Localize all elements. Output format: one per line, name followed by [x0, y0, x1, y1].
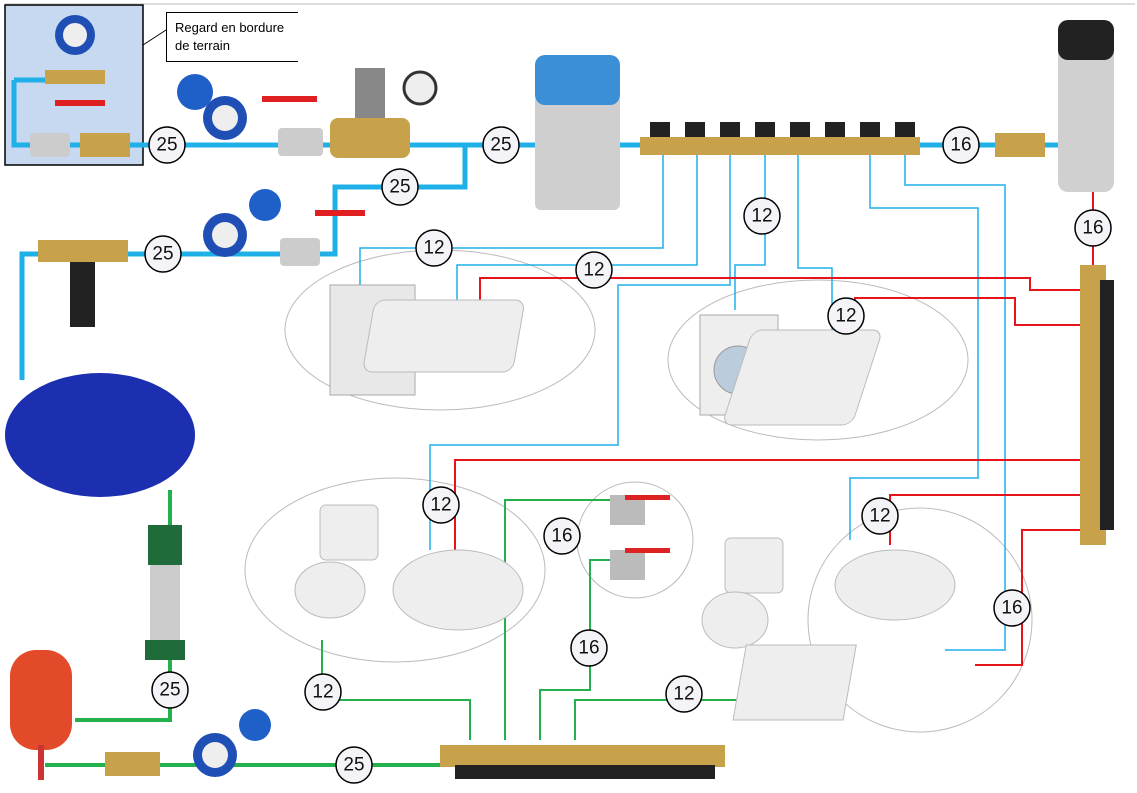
pipe-diameter-label: 16: [578, 638, 599, 659]
shower-tray-icon: [732, 644, 857, 721]
pipe-diameter-badge: [381, 168, 419, 206]
filter-icon: [80, 133, 130, 157]
pipe-diameter-label: 16: [551, 526, 572, 547]
pipe-diameter-badge: [993, 589, 1031, 627]
kitchen-sink-icon: [724, 329, 881, 426]
pipe-diameter-badge: [827, 297, 865, 335]
garden-tap-icon: [610, 495, 670, 580]
washbasin-icon: [392, 549, 524, 631]
ball-valve-icon: [280, 210, 365, 266]
pipe-diameter-label: 16: [1001, 598, 1022, 619]
filter-icon: [995, 133, 1045, 157]
toilet-icon: [294, 504, 379, 619]
heat-pump-water-heater-icon: [1058, 20, 1114, 192]
pump-icon: [145, 525, 185, 660]
pipe-diameter-badge: [415, 229, 453, 267]
kitchen-sink-icon: [363, 299, 525, 373]
pipe-diameter-badge: [743, 197, 781, 235]
pipe-diameter-badge: [482, 126, 520, 164]
pipe-diameter-badge: [861, 497, 899, 535]
pipe-diameter-badge: [148, 126, 186, 164]
water-meter-icon: [177, 74, 247, 140]
pipe-diameter-label: 25: [389, 177, 410, 198]
pressure-reducer-icon: [330, 68, 438, 158]
washbasin-icon: [834, 549, 956, 621]
pipe-diameter-badge: [144, 235, 182, 273]
shower-room-group: [807, 507, 1033, 733]
pipe-diameter-label: 12: [869, 506, 890, 527]
pipe-diameter-badge: [942, 126, 980, 164]
expansion-vessel-icon: [10, 650, 72, 780]
pipe-diameter-label: 12: [751, 206, 772, 227]
water-meter-icon: [45, 15, 105, 84]
pipe-diameter-label: 12: [430, 495, 451, 516]
pipe-diameter-badge: [543, 517, 581, 555]
pipe-diameter-badge: [665, 675, 703, 713]
pipe-diameter-label: 12: [835, 306, 856, 327]
pipe-diameter-label: 12: [312, 682, 333, 703]
water-meter-icon: [203, 189, 281, 257]
rain-manifold-icon: [440, 745, 725, 779]
rainwater-tank-icon: [5, 373, 195, 497]
pipe-diameter-badge: [422, 486, 460, 524]
pipe-diameter-label: 25: [159, 680, 180, 701]
callout-box: Regard en bordure de terrain: [166, 12, 298, 62]
bathroom-group: [244, 477, 546, 663]
water-meter-icon: [193, 709, 271, 777]
ball-valve-icon: [30, 100, 105, 157]
toilet-icon: [701, 537, 784, 649]
pipe-diameter-label: 25: [490, 135, 511, 156]
pipe-diameter-label: 16: [1082, 218, 1103, 239]
pipe-diameter-label: 12: [673, 684, 694, 705]
pipe-diameter-badge: [1074, 209, 1112, 247]
cold-manifold-icon: [640, 122, 920, 155]
pipe-diameter-label: 16: [950, 135, 971, 156]
pipe-diameter-badge: [575, 251, 613, 289]
pipe-diameter-badge: [570, 629, 608, 667]
ball-valve-icon: [262, 96, 323, 156]
pipe-diameter-label: 25: [343, 755, 364, 776]
pipe-diameter-label: 12: [423, 238, 444, 259]
pipe-diameter-label: 25: [152, 244, 173, 265]
laundry-group: [667, 279, 969, 441]
pipe-diameter-label: 12: [583, 260, 604, 281]
pipe-diameter-badge: [151, 671, 189, 709]
pipe-diameter-badge: [335, 746, 373, 784]
water-softener-icon: [535, 55, 620, 210]
pipe-diameter-label: 25: [156, 135, 177, 156]
filter-icon: [105, 752, 160, 776]
filter-icon: [38, 240, 128, 327]
pipe-diameter-badge: [304, 673, 342, 711]
hot-manifold-icon: [1080, 265, 1114, 545]
